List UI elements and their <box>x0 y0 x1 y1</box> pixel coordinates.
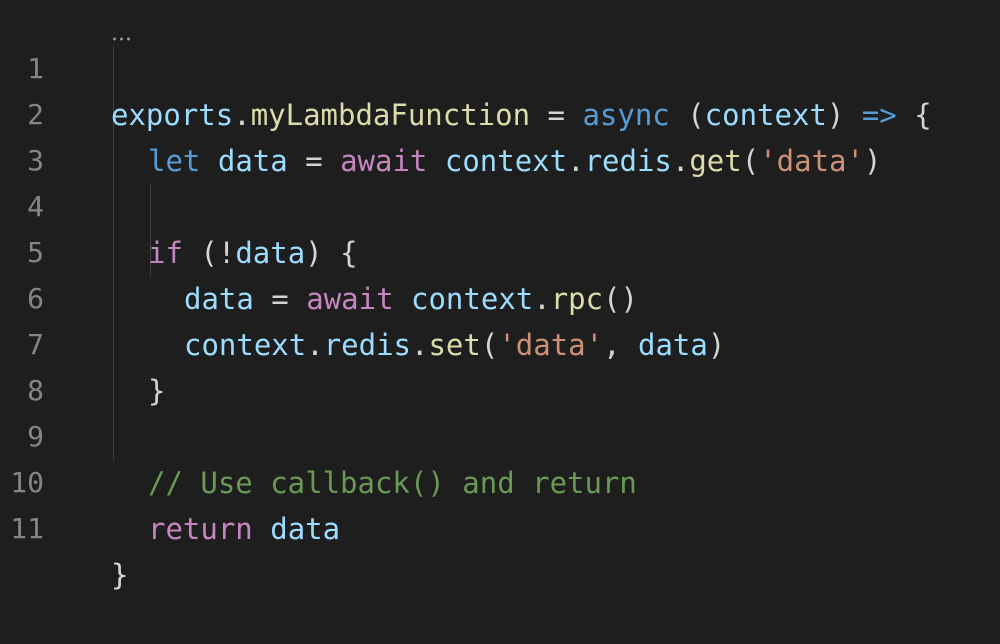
code-token-punc: . <box>306 328 324 362</box>
line-number: 3 <box>27 144 44 177</box>
code-text[interactable]: context.redis.set('data', data) <box>184 322 725 368</box>
code-token-var: exports <box>111 98 234 132</box>
code-token-kw: => <box>861 98 897 132</box>
code-token-var: data <box>184 282 254 316</box>
code-token-punc: (! <box>182 236 236 270</box>
code-token-var: data <box>270 512 341 546</box>
code-text[interactable]: let data = await context.redis.get('data… <box>148 138 881 184</box>
code-line-10[interactable]: 10 return data <box>0 414 1000 546</box>
code-token-punc: { <box>896 98 932 132</box>
code-line-6[interactable]: 6 context.redis.set('data', data) <box>0 230 1000 362</box>
line-number: 8 <box>27 374 44 407</box>
code-editor[interactable]: 1 exports.myLambdaFunction = async (cont… <box>0 0 1000 592</box>
code-text[interactable]: // Use callback() and return <box>148 460 637 506</box>
code-token-fn: myLambdaFunction <box>250 98 531 132</box>
code-token-fn: set <box>428 328 481 362</box>
code-token-ctrl: if <box>148 236 183 270</box>
code-token-punc <box>253 512 270 546</box>
code-token-kw: let <box>148 144 201 178</box>
code-token-ctrl: return <box>148 512 253 546</box>
line-number: 10 <box>10 466 44 499</box>
code-token-punc: ) <box>707 328 726 362</box>
code-line-1[interactable]: 1 exports.myLambdaFunction = async (cont… <box>0 0 1000 132</box>
code-token-var: context <box>444 144 568 178</box>
code-token-str: 'data' <box>498 328 604 362</box>
code-line-4[interactable]: 4 if (!data) { <box>0 138 1000 270</box>
code-token-var: context <box>411 282 534 316</box>
indent-guide-outer <box>113 46 114 460</box>
code-line-9[interactable]: 9 // Use callback() and return <box>0 368 1000 500</box>
code-token-var: redis <box>323 328 411 362</box>
code-text[interactable]: return data <box>148 506 340 552</box>
indent-guide-inner <box>150 184 151 276</box>
code-token-cmt: // Use callback() and return <box>148 466 637 500</box>
code-token-punc: ) { <box>305 236 358 270</box>
code-token-punc: ( <box>741 144 760 178</box>
code-token-punc: . <box>233 98 251 132</box>
code-token-ctrl: await <box>340 144 428 178</box>
line-number: 9 <box>27 420 44 453</box>
code-token-punc: ( <box>669 98 705 132</box>
line-number: 7 <box>27 328 44 361</box>
code-line-7[interactable]: 7 } <box>0 276 1000 408</box>
line-number: 6 <box>27 282 44 315</box>
code-line-3[interactable]: 3 <box>0 92 1000 177</box>
code-text[interactable]: if (!data) { <box>148 230 358 276</box>
code-token-var: data <box>638 328 708 362</box>
code-line-2[interactable]: 2 let data = await context.redis.get('da… <box>0 46 1000 178</box>
code-hint-dots <box>111 37 133 41</box>
code-line-8[interactable]: 8 <box>0 322 1000 407</box>
code-text[interactable]: data = await context.rpc() <box>184 276 638 322</box>
code-line-5[interactable]: 5 data = await context.rpc() <box>0 184 1000 316</box>
line-number: 5 <box>27 236 44 269</box>
code-token-ctrl: await <box>306 282 394 316</box>
code-token-str: 'data' <box>759 144 864 178</box>
code-token-punc: = <box>287 144 341 178</box>
line-number: 4 <box>27 190 44 223</box>
code-text[interactable]: } <box>111 552 128 598</box>
code-token-var: redis <box>584 144 672 178</box>
code-token-punc: ) <box>826 98 862 132</box>
code-token-var: context <box>704 98 827 132</box>
line-number: 2 <box>27 98 44 131</box>
code-line-11[interactable]: 11 } <box>0 460 1000 592</box>
code-token-punc: } <box>111 558 129 592</box>
code-token-kw: async <box>582 98 670 132</box>
code-token-var: context <box>184 328 307 362</box>
code-token-punc: . <box>533 282 551 316</box>
line-number: 11 <box>10 512 44 545</box>
code-token-punc: . <box>411 328 429 362</box>
code-token-punc: = <box>530 98 583 132</box>
code-token-punc: = <box>253 282 307 316</box>
code-token-fn: rpc <box>550 282 604 316</box>
code-token-punc: () <box>603 282 639 316</box>
line-number: 1 <box>27 52 44 85</box>
code-token-fn: get <box>689 144 742 178</box>
code-token-punc: } <box>148 374 166 408</box>
code-text[interactable]: exports.myLambdaFunction = async (contex… <box>111 92 932 138</box>
code-token-punc: . <box>567 144 585 178</box>
code-token-var: data <box>235 236 306 270</box>
code-token-punc: ) <box>863 144 882 178</box>
code-text[interactable]: } <box>148 368 165 414</box>
code-token-var: data <box>217 144 288 178</box>
code-token-punc: . <box>671 144 690 178</box>
code-token-punc: , <box>603 328 639 362</box>
code-token-punc: ( <box>480 328 499 362</box>
